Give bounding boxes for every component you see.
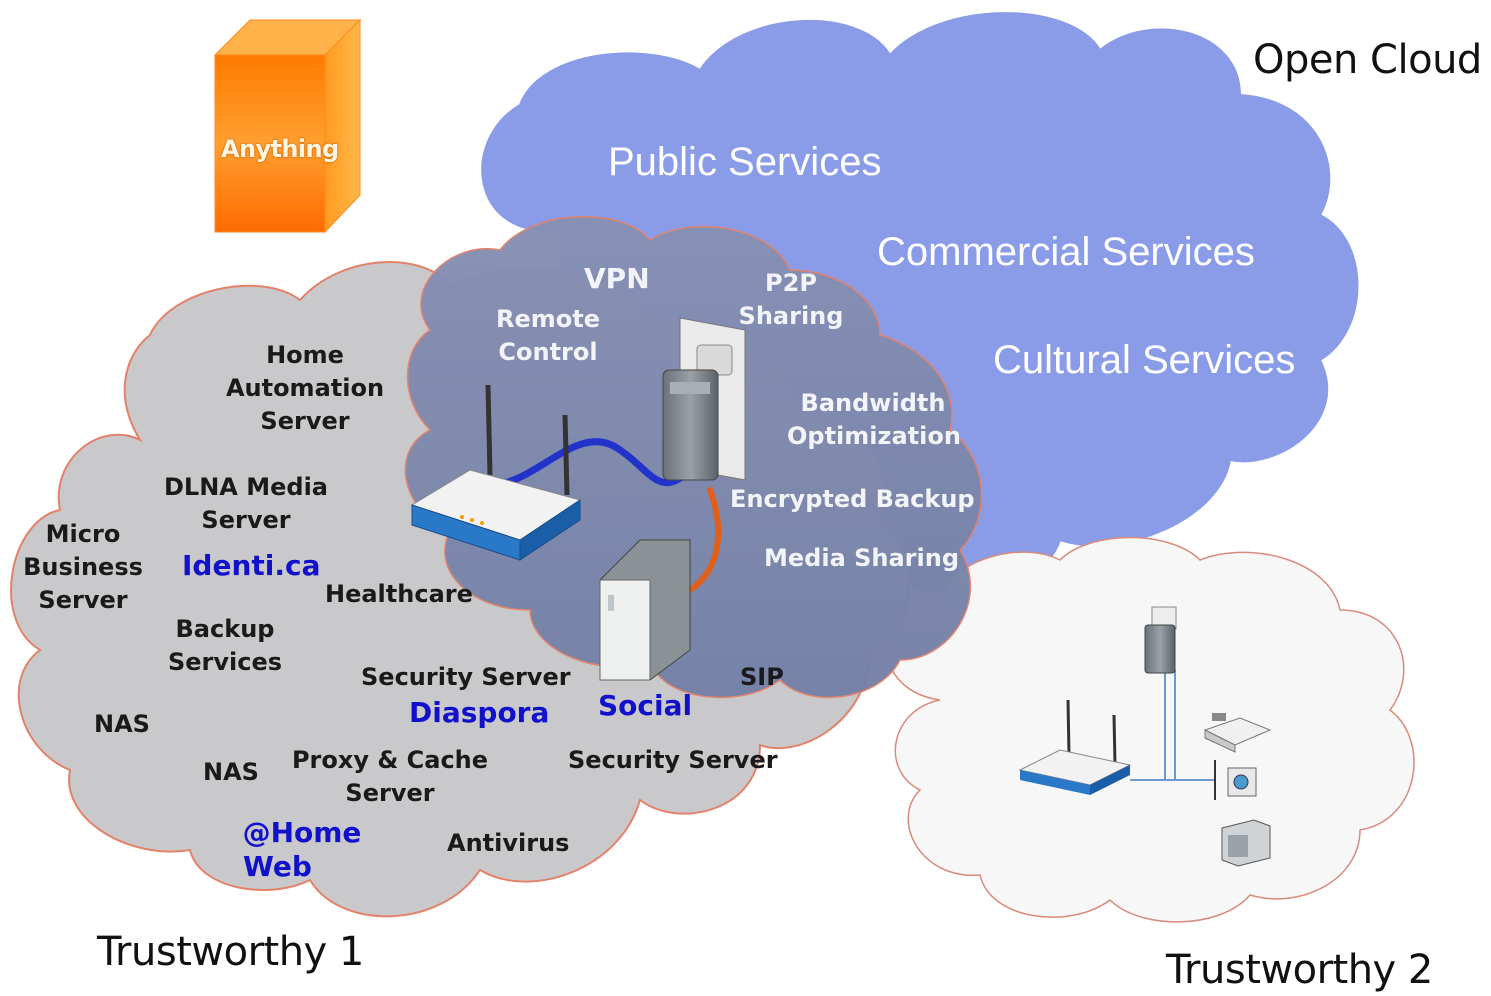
social-label: Social: [598, 689, 693, 722]
commercial-services-label: Commercial Services: [877, 230, 1255, 274]
server-2-icon: [1221, 819, 1271, 867]
open-cloud-title: Open Cloud: [1253, 37, 1482, 83]
trustworthy-1-title: Trustworthy 1: [97, 929, 364, 975]
nas-label-1: NAS: [94, 710, 150, 738]
set-top-box-icon: [1203, 713, 1272, 753]
camera-icon: [1227, 767, 1257, 797]
plug-device-2-icon: [1144, 606, 1177, 674]
encrypted-backup-label: Encrypted Backup: [730, 485, 975, 513]
security-server-label-1: Security Server: [361, 663, 571, 691]
healthcare-label: Healthcare: [325, 580, 473, 608]
nas-label-2: NAS: [203, 758, 259, 786]
router-icon: [410, 384, 582, 561]
public-services-label: Public Services: [608, 140, 882, 184]
server-box-icon: [599, 539, 691, 681]
cultural-services-label: Cultural Services: [993, 338, 1296, 382]
antivirus-label: Antivirus: [447, 829, 570, 857]
orange-cable: [687, 487, 722, 593]
diaspora-label: Diaspora: [409, 696, 550, 729]
vpn-label: VPN: [584, 262, 650, 295]
security-server-label-2: Security Server: [568, 746, 778, 774]
media-sharing-label: Media Sharing: [764, 544, 960, 572]
sip-label: SIP: [740, 663, 784, 691]
trustworthy-2-cloud: [886, 536, 1415, 923]
blue-cable: [491, 438, 694, 489]
router-2-icon: [1018, 699, 1132, 795]
anything-label: Anything: [221, 135, 339, 163]
identica-label: Identi.ca: [182, 549, 321, 582]
trustworthy-2-title: Trustworthy 2: [1166, 947, 1433, 993]
plug-device-icon: [662, 317, 746, 481]
network-lines: [1130, 670, 1216, 800]
anything-box: [213, 18, 362, 234]
